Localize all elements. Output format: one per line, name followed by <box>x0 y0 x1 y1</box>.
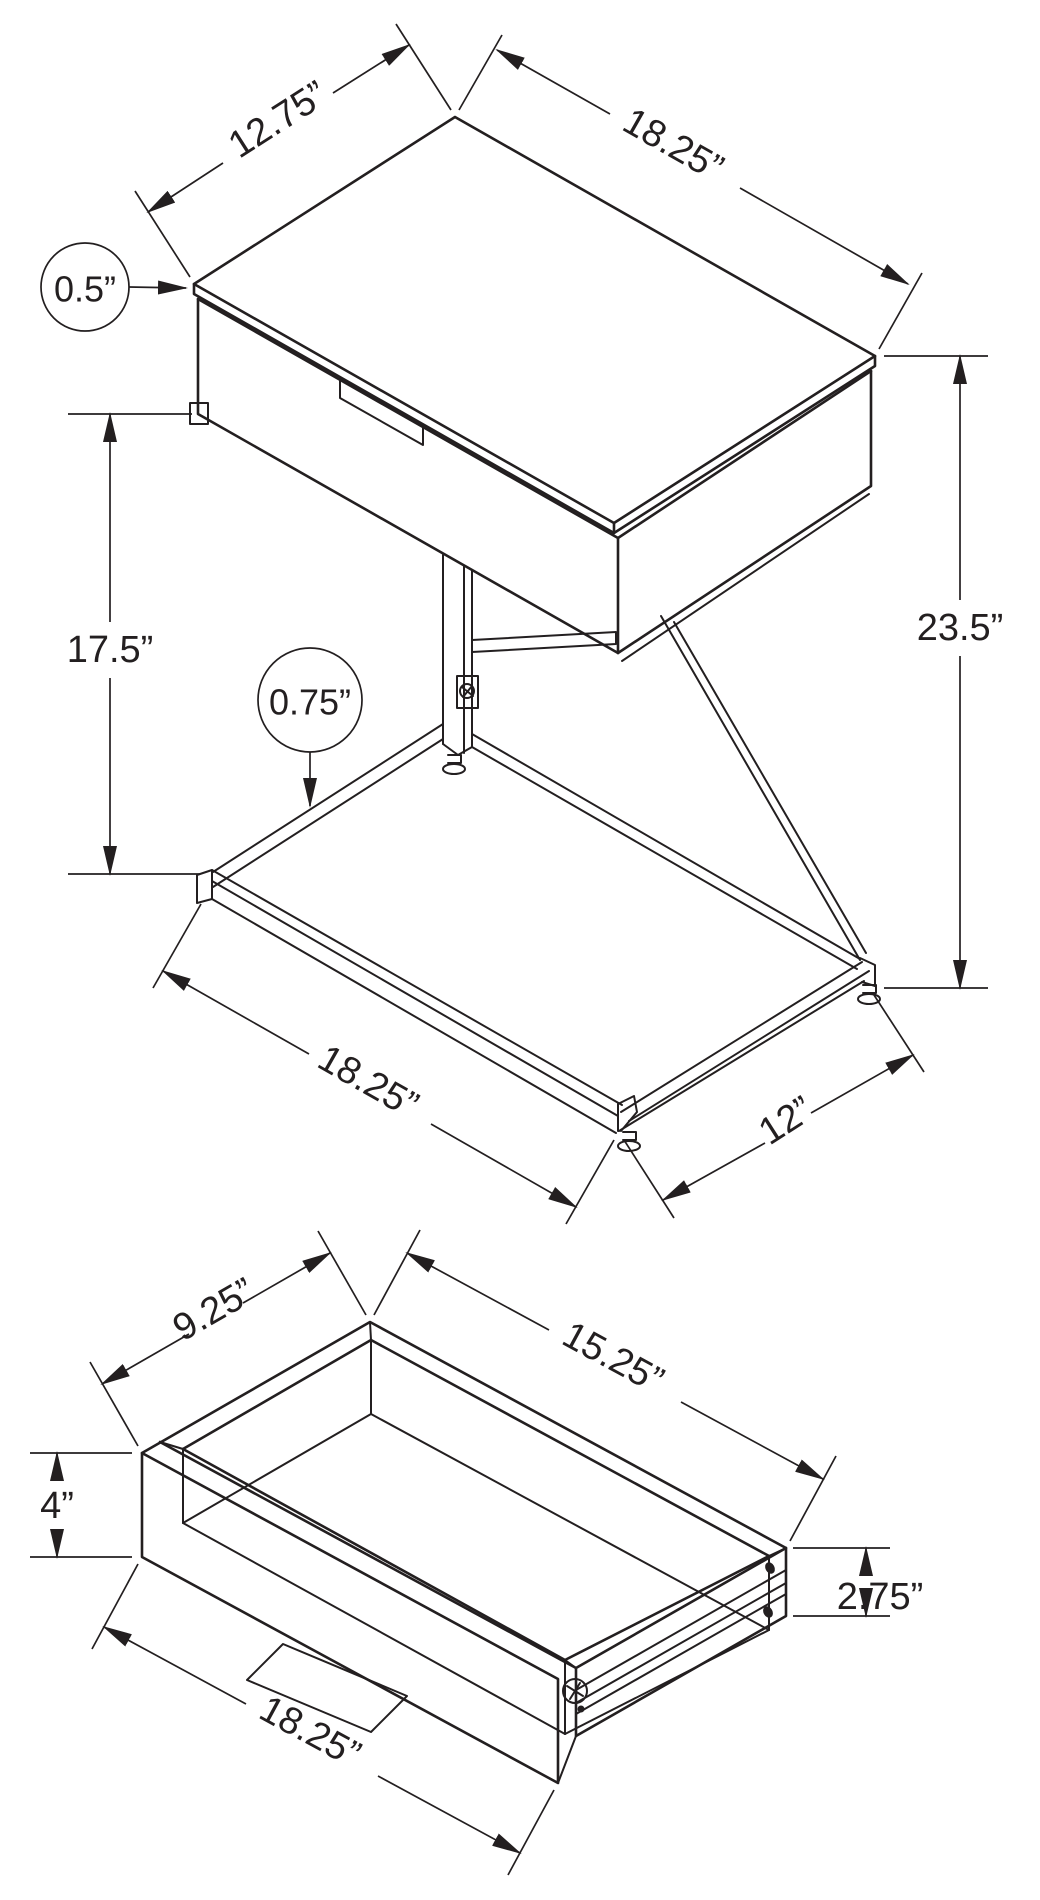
dim-drawer-front-width: 18.25” <box>91 1563 555 1876</box>
handle-recess <box>246 1643 408 1733</box>
foot-glide-icon <box>617 1140 641 1152</box>
phillips-screw-icon <box>562 1678 588 1704</box>
label-clearance-height: 17.5” <box>67 629 154 671</box>
drawer-box <box>140 1320 788 1735</box>
rail-screw-icon <box>763 1606 773 1618</box>
label-drawer-width: 15.25” <box>556 1314 671 1402</box>
label-base-depth: 12” <box>752 1089 821 1154</box>
foot-glide-icon <box>442 763 466 775</box>
drawer-figure: 9.25” 15.25” 4” 2.75” <box>30 1229 924 1876</box>
label-top-width: 18.25” <box>616 100 730 190</box>
label-top-thickness: 0.5” <box>54 269 116 310</box>
label-drawer-front-height: 4” <box>40 1485 74 1527</box>
dim-base-width: 18.25” <box>152 903 615 1225</box>
dim-drawer-depth: 9.25” <box>89 1230 367 1447</box>
rail-screw-icon <box>765 1562 775 1574</box>
label-tube-thickness: 0.75” <box>269 682 351 723</box>
diagonal-brace <box>660 615 867 961</box>
label-drawer-rail-height: 2.75” <box>837 1576 924 1618</box>
label-top-depth: 12.75” <box>221 73 334 166</box>
drawer-slide-rails <box>562 1546 788 1738</box>
base-frame <box>196 723 876 1134</box>
dim-top-width: 18.25” <box>458 34 923 350</box>
dim-clearance-height: 17.5” <box>67 412 200 876</box>
dim-tube-thickness: 0.75” <box>257 647 363 808</box>
foot-glides <box>442 754 881 1152</box>
dim-drawer-front-height: 4” <box>30 1451 132 1559</box>
table-body <box>189 297 873 662</box>
table-figure: 12.75” 18.25” 0.5” 17.5” 0.7 <box>40 23 1004 1225</box>
dim-base-depth: 12” <box>623 994 925 1219</box>
frame-post <box>442 554 473 756</box>
side-panel-corner <box>189 402 209 425</box>
dim-top-thickness: 0.5” <box>40 242 188 332</box>
frame-screw-icon <box>459 683 475 699</box>
label-drawer-front-width: 18.25” <box>253 1688 368 1776</box>
dim-drawer-rail-height: 2.75” <box>793 1546 924 1618</box>
screw-dot-icon <box>577 1705 585 1713</box>
base-left-cap <box>196 869 213 904</box>
metal-frame <box>196 554 881 1152</box>
label-total-height: 23.5” <box>917 607 1004 649</box>
dim-drawer-width: 15.25” <box>373 1229 837 1542</box>
label-base-width: 18.25” <box>311 1037 425 1127</box>
drawer-front-panel <box>140 1451 577 1785</box>
dim-total-height: 23.5” <box>884 354 1004 990</box>
support-rail <box>456 631 617 709</box>
label-drawer-depth: 9.25” <box>166 1270 262 1350</box>
foot-glide-icon <box>857 993 881 1005</box>
drawer-handle-cutout <box>339 377 424 446</box>
